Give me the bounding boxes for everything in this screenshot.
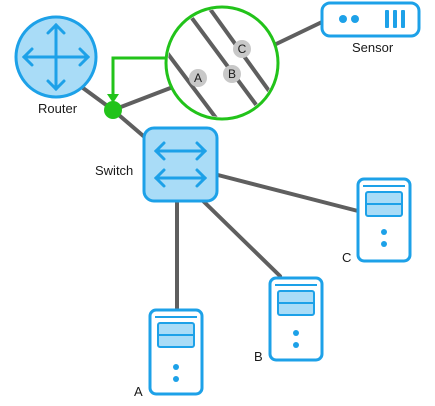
server-b-label: B: [254, 349, 263, 364]
server-a-node[interactable]: [148, 308, 204, 396]
server-c-led-icon: [381, 241, 387, 247]
switch-arrows-icon: [153, 141, 208, 188]
link-switch-server-b: [196, 194, 282, 278]
cable-badge-a-label: A: [194, 71, 202, 85]
server-a-label: A: [134, 384, 143, 399]
sensor-bar-icon: [401, 10, 405, 28]
server-b-led-icon: [293, 342, 299, 348]
highlight-arrowhead: [107, 94, 119, 103]
cable-badge-b: B: [223, 65, 241, 83]
sensor-node[interactable]: [320, 1, 421, 38]
cable-badge-c-label: C: [238, 42, 247, 56]
server-c-led-icon: [381, 229, 387, 235]
server-c-node[interactable]: [356, 177, 412, 263]
junction-dot[interactable]: [104, 101, 122, 119]
cable-badge-b-label: B: [228, 67, 236, 81]
link-magnifier-sensor: [270, 20, 324, 48]
sensor-led-icon: [339, 15, 347, 23]
highlight-path: [111, 56, 171, 96]
link-switch-server-c: [212, 172, 360, 213]
switch-icon: [142, 126, 219, 203]
server-a-led-icon: [173, 364, 179, 370]
server-c-label: C: [342, 250, 351, 265]
switch-node[interactable]: [142, 126, 219, 203]
router-label: Router: [38, 101, 78, 116]
link-junction-magnifier: [111, 85, 175, 112]
highlight-connector: [104, 56, 171, 119]
server-b-node[interactable]: [268, 276, 324, 362]
sensor-bar-icon: [385, 10, 389, 28]
magnifier: A B C: [164, 5, 280, 121]
cable-badge-c: C: [233, 40, 251, 58]
router-node[interactable]: [14, 15, 98, 99]
sensor-led-icon: [351, 15, 359, 23]
router-arrows-icon: [21, 22, 91, 92]
switch-label: Switch: [95, 163, 133, 178]
sensor-label: Sensor: [352, 40, 394, 55]
cable-badge-a: A: [189, 69, 207, 87]
sensor-bar-icon: [393, 10, 397, 28]
server-b-led-icon: [293, 330, 299, 336]
server-a-led-icon: [173, 376, 179, 382]
